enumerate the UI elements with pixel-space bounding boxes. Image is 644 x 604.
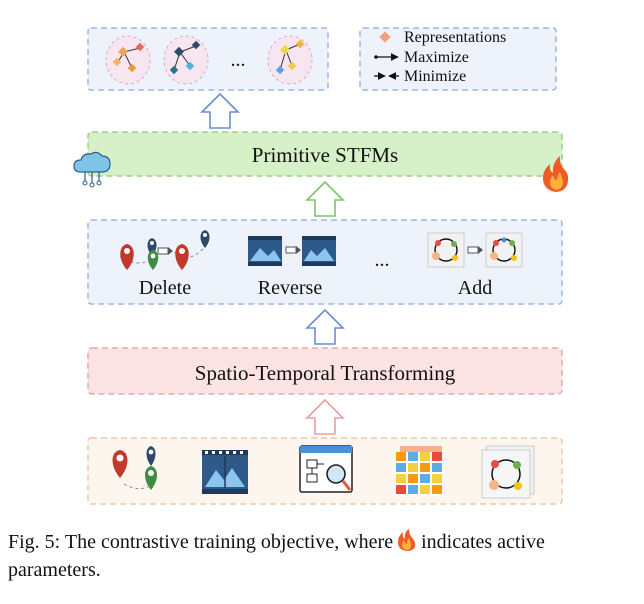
augmentation-box: Delete Reverse ... xyxy=(87,219,563,305)
caption-fire-icon xyxy=(398,529,416,551)
representations-ellipsis: ... xyxy=(231,49,246,71)
add-graph-icon xyxy=(427,232,523,268)
add-label: Add xyxy=(458,277,492,299)
graph-network-icon xyxy=(481,445,535,499)
document-search-icon xyxy=(299,445,353,493)
fire-icon xyxy=(543,156,569,192)
trajectory-pins-icon xyxy=(112,446,157,490)
stfm-box: Primitive STFMs xyxy=(73,131,569,192)
augment-ellipsis: ... xyxy=(375,249,390,271)
input-data-box xyxy=(87,437,563,505)
caption-suffix: indicates active parameters. xyxy=(8,531,545,581)
stfm-title: Primitive STFMs xyxy=(252,143,398,167)
video-frames-icon xyxy=(202,450,248,494)
representation-legend-icon xyxy=(379,31,391,43)
delete-pins-icon xyxy=(119,230,210,270)
up-arrow-icon-4 xyxy=(305,398,345,435)
figure-caption: Fig. 5: The contrastive training objecti… xyxy=(8,528,638,584)
cloud-network-icon xyxy=(73,151,111,188)
representations-box: ... xyxy=(87,27,329,91)
legend-minimize-label: Minimize xyxy=(404,68,466,85)
representation-cluster-1 xyxy=(105,35,151,85)
reverse-film-icon xyxy=(248,236,336,266)
representation-cluster-2 xyxy=(163,35,209,85)
transform-box: Spatio-Temporal Transforming xyxy=(87,347,563,395)
legend-representations-label: Representations xyxy=(404,29,506,46)
representation-cluster-3 xyxy=(267,35,313,85)
transform-title: Spatio-Temporal Transforming xyxy=(195,361,456,385)
heatmap-grid-icon xyxy=(396,446,442,496)
up-arrow-icon-2 xyxy=(305,180,345,217)
up-arrow-icon-3 xyxy=(305,308,345,345)
delete-label: Delete xyxy=(139,277,191,299)
reverse-label: Reverse xyxy=(258,277,323,299)
up-arrow-icon-1 xyxy=(200,92,240,129)
legend-maximize-label: Maximize xyxy=(404,49,469,66)
legend-box: Representations Maximize Minimize xyxy=(359,27,557,91)
caption-prefix: Fig. 5: The contrastive training objecti… xyxy=(8,531,394,553)
